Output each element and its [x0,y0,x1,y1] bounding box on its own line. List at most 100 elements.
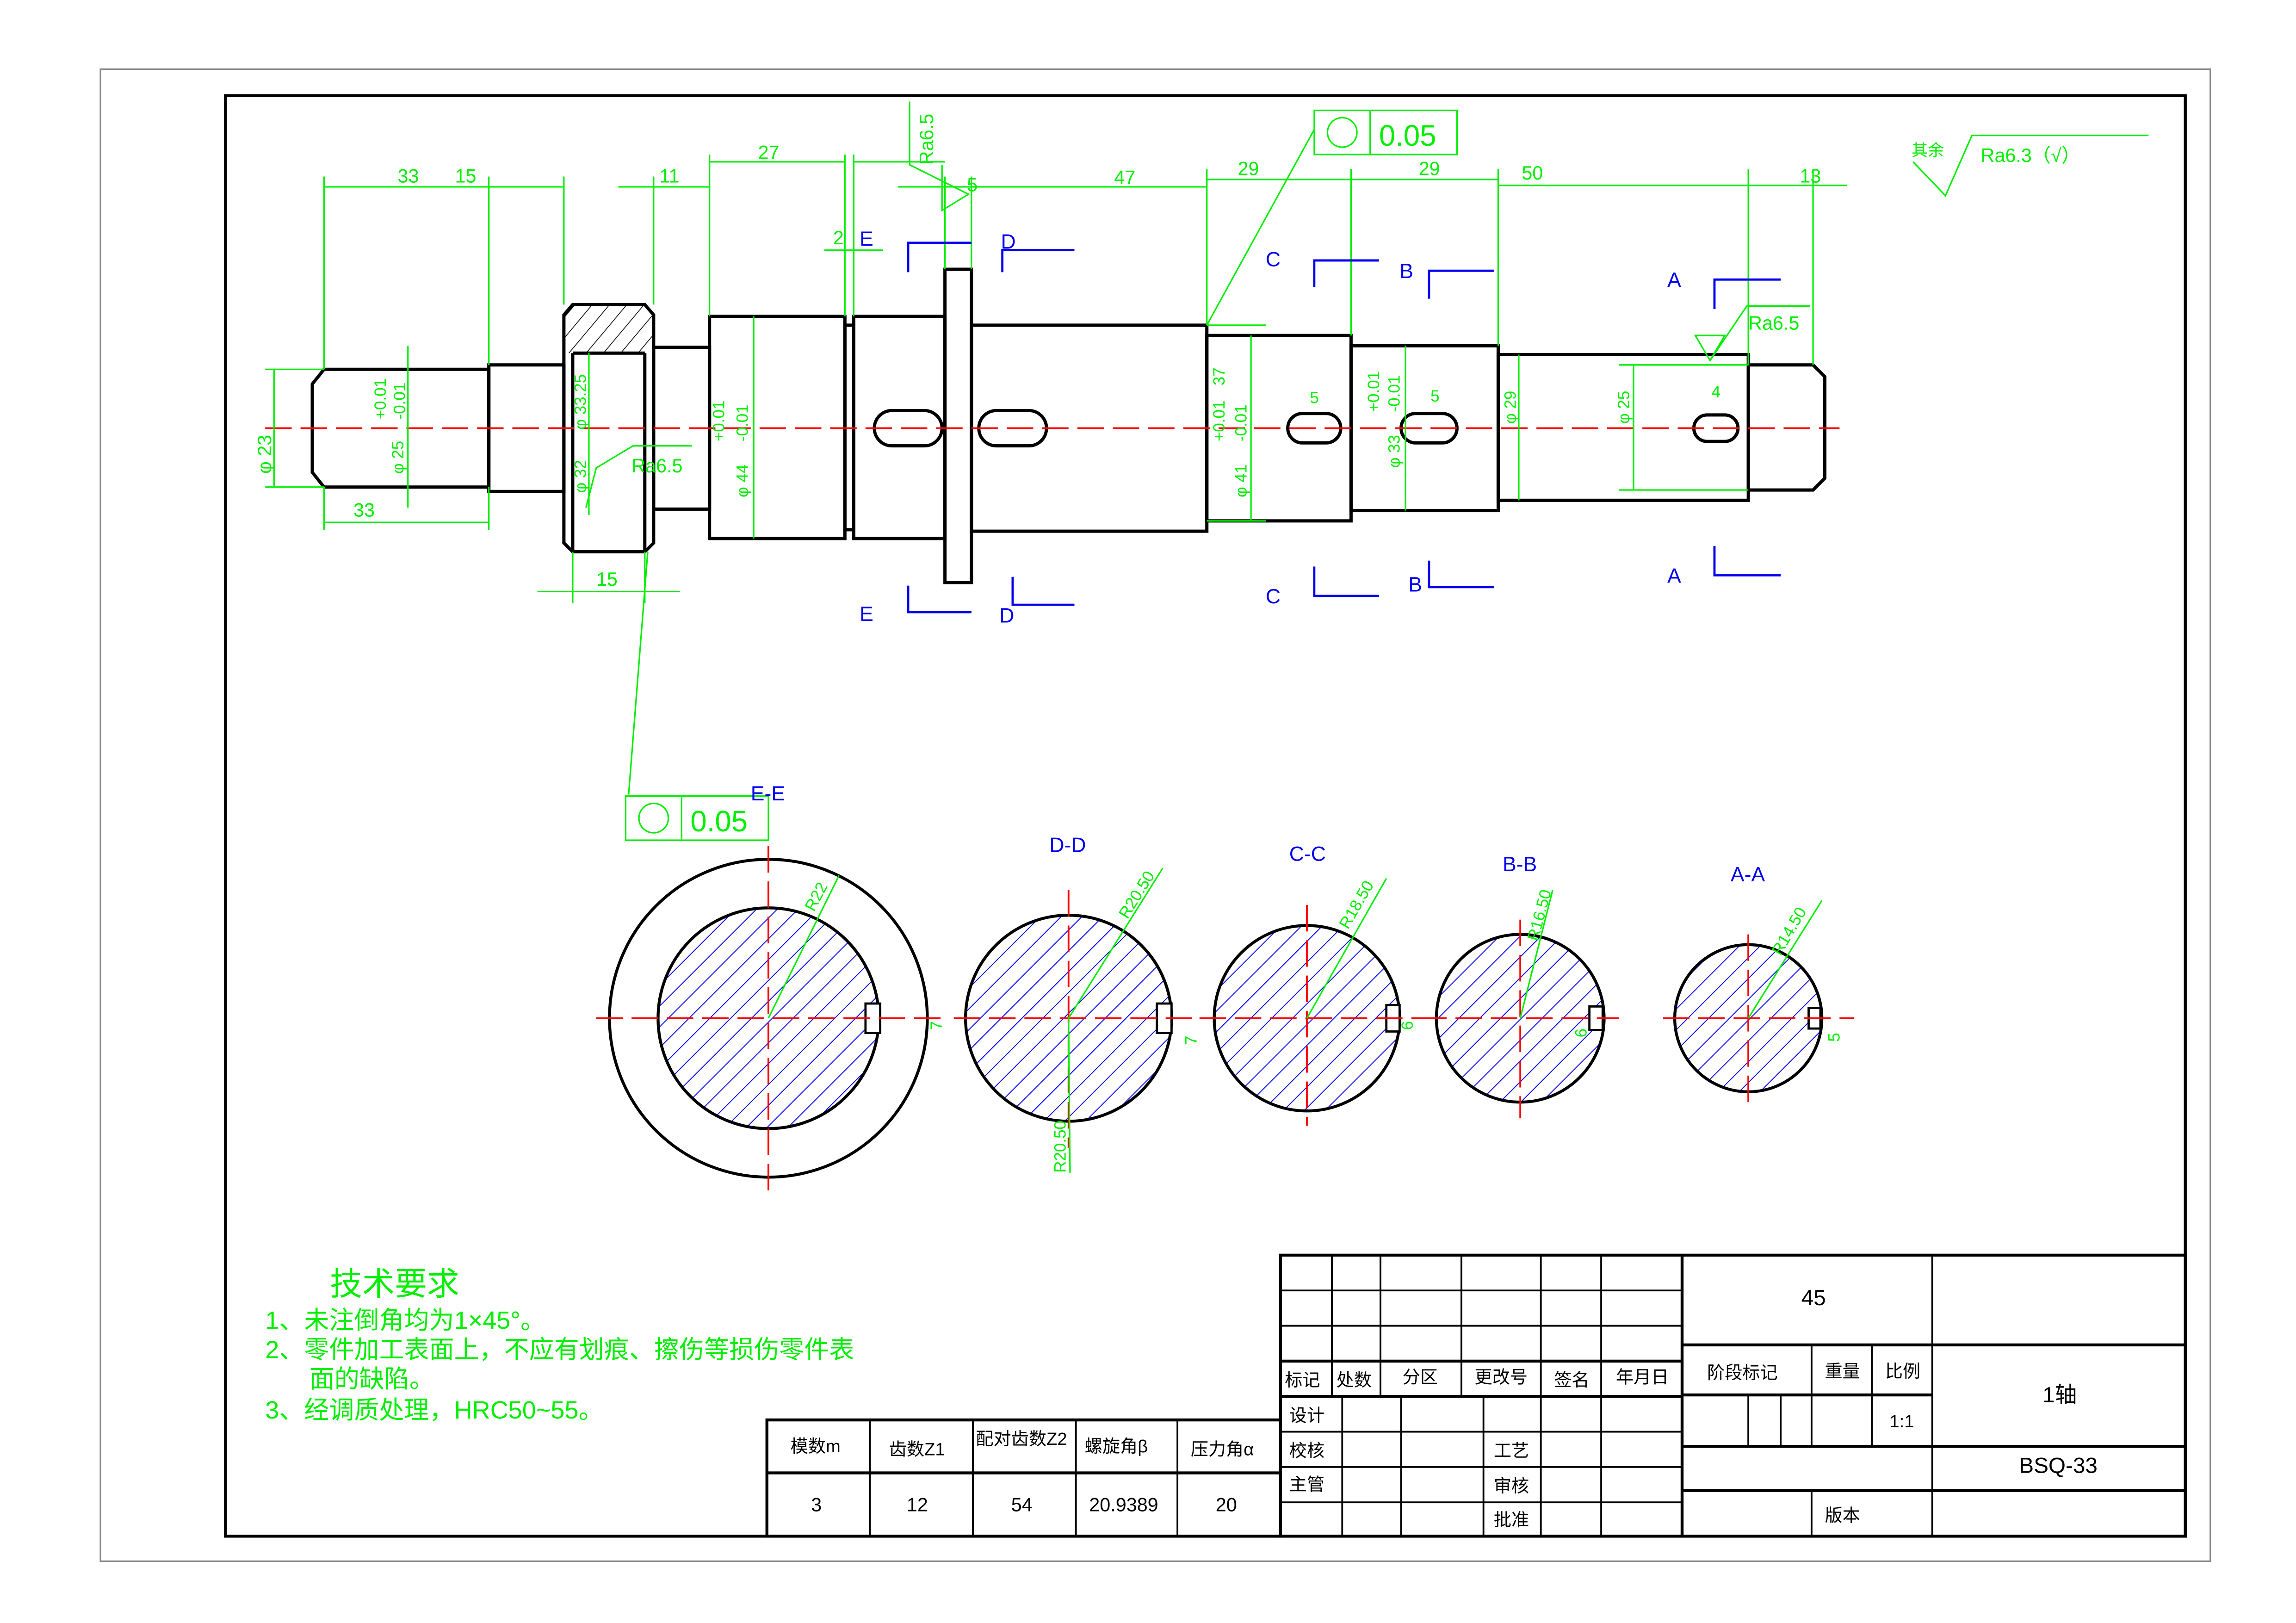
scale-label: 比例 [1885,1362,1920,1381]
section-radius: R20.50 [1051,1121,1069,1173]
param-value: 3 [811,1494,822,1515]
tb-role: 校核 [1289,1441,1324,1461]
dim-29b: 29 [1419,158,1440,179]
section-key-width: 7 [1182,1036,1200,1045]
section-letter: A [1667,269,1681,291]
dimension-texts: 33 15 11 27 2 5 47 29 29 50 13 33 15 φ 2… [254,114,2080,590]
tolerance-frame: 0.05 [625,795,769,841]
tol-minus: -0.01 [1385,375,1403,412]
section-title: E-E [751,782,785,805]
dia-25: φ 25 [389,441,407,474]
section-radius: R16.50 [1524,888,1555,943]
tol-minus: -0.01 [390,383,408,420]
section-letter: E [860,228,873,250]
section-letter: E [860,603,873,626]
tol-minus: -0.01 [1232,404,1250,441]
param-value: 12 [907,1494,928,1515]
tol-plus: +0.01 [710,401,728,441]
version-label: 版本 [1825,1506,1860,1526]
roughness-rest-label: 其余 [1912,142,1944,160]
section-c-c: C-C R18.50 6 [1199,843,1428,1126]
dim-29: 29 [1238,158,1259,179]
section-a-a: A-A R14.50 5 [1663,863,1855,1107]
dia-32: φ 32 [572,460,590,493]
dim-47: 47 [1114,167,1135,188]
tb-role: 设计 [1289,1406,1324,1425]
section-letter: A [1667,564,1681,587]
dim-2: 2 [833,227,844,248]
dia-25b: φ 25 [1615,391,1633,424]
key-width: 5 [1310,389,1318,407]
tech-req-title: 技术要求 [330,1266,459,1302]
part-name: 1轴 [2042,1383,2077,1407]
tb-header: 更改号 [1475,1368,1528,1388]
section-letter: B [1408,574,1422,596]
roughness-label: Ra6.5 [1748,312,1799,334]
section-letter: C [1266,585,1281,608]
dimension-lines [265,101,2149,795]
dia-33: φ 33 [1385,435,1403,468]
section-radius: R14.50 [1768,904,1810,958]
tb-header: 分区 [1403,1368,1438,1388]
section-letter: B [1399,260,1413,283]
roundness-value: 0.05 [1379,119,1436,152]
param-value: 20 [1216,1494,1237,1515]
tech-req-line: 2、零件加工表面上，不应有划痕、擦伤等损伤零件表 [265,1336,854,1364]
tolerance-frame: 0.05 [1313,109,1458,155]
dia-23: φ 23 [254,435,275,474]
section-b-b: B-B R16.50 6 [1420,853,1619,1119]
roughness-label: Ra6.5 [916,114,937,165]
section-key-width: 6 [1399,1021,1417,1030]
scale-value: 1:1 [1889,1412,1914,1431]
section-letter: D [999,604,1014,627]
tb-role: 主管 [1289,1475,1324,1495]
dim-33-bottom: 33 [353,499,375,520]
technical-requirements: 技术要求 1、未注倒角均为1×45°。 2、零件加工表面上，不应有划痕、擦伤等损… [265,1266,854,1424]
key-width: 5 [1430,387,1439,405]
tech-req-line: 面的缺陷。 [309,1365,434,1393]
section-d-d: D-D R20.50 R20.50 7 [953,834,1200,1173]
dim-13: 13 [1800,165,1821,186]
section-letter: C [1266,248,1281,271]
title-block: 标记 处数 分区 更改号 签名 年月日 设计 校核 主管 工艺 审核 批准 45… [1279,1253,2187,1538]
section-key-width: 5 [1825,1033,1843,1041]
section-radius: R22 [801,880,831,914]
param-header: 模数m [791,1437,841,1456]
tb-header: 年月日 [1616,1368,1669,1388]
param-header: 螺旋角β [1085,1437,1148,1456]
section-title: D-D [1049,834,1086,856]
roundness-value: 0.05 [690,805,748,838]
param-value: 20.9389 [1089,1494,1158,1515]
tol-plus: +0.01 [1210,401,1228,441]
tb-role: 批准 [1494,1510,1529,1530]
tol-minus: -0.01 [733,404,751,441]
dim-15: 15 [455,165,477,186]
param-value: 54 [1011,1494,1033,1515]
outer-border [99,68,2211,1562]
material: 45 [1801,1286,1826,1310]
param-header: 齿数Z1 [889,1439,945,1459]
tech-req-line: 1、未注倒角均为1×45°。 [265,1307,545,1334]
tb-role: 工艺 [1494,1441,1529,1461]
dia-44: φ 44 [733,465,751,497]
dim-33: 33 [397,165,419,186]
section-key-width: 7 [928,1021,946,1030]
section-title: A-A [1731,863,1765,886]
section-radius: R20.50 [1115,868,1158,922]
dim-5: 5 [967,174,978,195]
tb-header: 签名 [1554,1370,1589,1390]
gear-parameter-table: 模数m 齿数Z1 配对齿数Z2 螺旋角β 压力角α 3 12 54 20.938… [765,1418,1282,1538]
dia-29: φ 29 [1502,391,1520,424]
dim-27: 27 [758,142,780,163]
weight-label: 重量 [1825,1362,1860,1381]
tb-role: 审核 [1494,1476,1529,1496]
section-key-width: 6 [1572,1028,1590,1037]
tech-req-line: 3、经调质处理，HRC50~55。 [265,1396,603,1424]
tol-plus: +0.01 [1365,371,1383,412]
stage-mark-label: 阶段标记 [1707,1363,1778,1383]
dia-41: φ 41 [1232,465,1250,497]
dim-11: 11 [660,165,680,186]
section-e-e: E-E R22 7 [596,782,946,1192]
section-markers: E D C B A E D C B A [860,228,1781,627]
